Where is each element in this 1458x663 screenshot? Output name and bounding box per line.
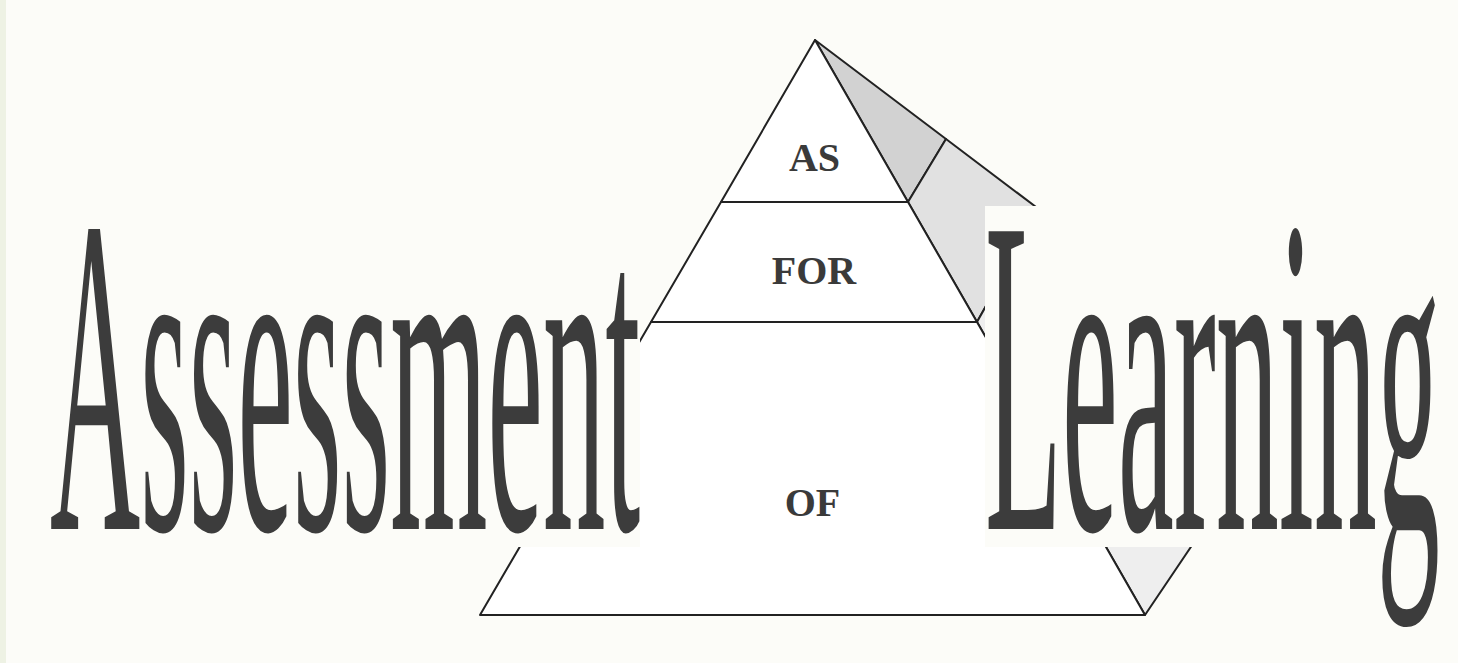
pyramid-band: FOR [651,202,977,322]
band-shape [651,202,977,322]
band-label: AS [721,138,908,178]
heading-word: Assessment [50,206,640,547]
heading-word: Learning [985,206,1440,547]
band-shape [721,40,908,202]
pyramid-apex: AS [721,40,908,202]
edge-bar [0,0,6,663]
band-label: FOR [651,251,977,291]
